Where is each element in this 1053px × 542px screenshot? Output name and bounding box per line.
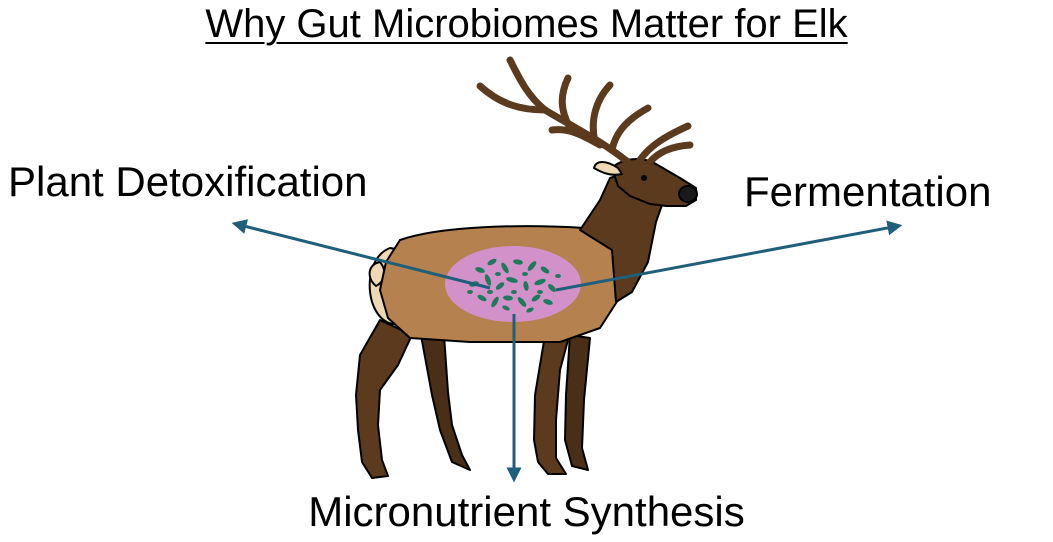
elk-far-front-leg <box>564 334 591 471</box>
gut-oval <box>445 246 581 322</box>
gut-microbiome-icon <box>445 246 581 322</box>
elk-ear <box>593 161 623 176</box>
elk-far-hind-leg <box>419 329 471 471</box>
label-plant-detoxification: Plant Detoxification <box>8 158 368 205</box>
elk-icon <box>355 56 698 479</box>
label-fermentation: Fermentation <box>744 168 992 215</box>
arrows <box>231 219 903 483</box>
elk-antlers <box>476 56 694 166</box>
arrow-to-plant-detoxification <box>231 219 491 290</box>
elk-nose <box>678 185 698 203</box>
elk-near-hind-leg <box>355 319 413 479</box>
diagram-title: Why Gut Microbiomes Matter for Elk <box>205 2 848 46</box>
label-micronutrient-synthesis: Micronutrient Synthesis <box>308 488 745 535</box>
elk-eye <box>641 175 647 181</box>
elk-near-front-leg <box>533 334 569 475</box>
arrow-to-fermentation <box>555 220 903 292</box>
